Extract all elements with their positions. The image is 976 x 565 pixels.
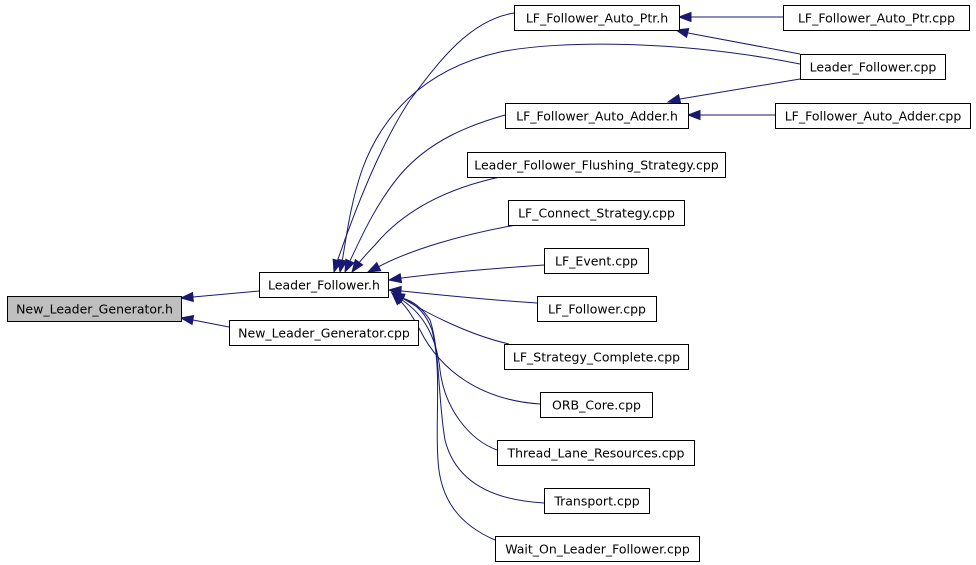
node-box — [7, 296, 182, 322]
edge-line — [356, 176, 501, 266]
node-lfap-h[interactable]: LF_Follower_Auto_Ptr.h — [514, 5, 680, 31]
node-box — [497, 440, 695, 466]
edge-lffs_cpp-to-lf_h — [351, 176, 501, 274]
edge-line — [401, 290, 538, 304]
edge-line — [398, 299, 541, 405]
edge-lf_cpp-to-lf_h — [337, 43, 801, 274]
edge-line — [401, 264, 545, 279]
node-lfap-cpp[interactable]: LF_Follower_Auto_Ptr.cpp — [783, 5, 970, 31]
node-lfsc-cpp[interactable]: LF_Strategy_Complete.cpp — [504, 344, 689, 370]
edge-line-end — [348, 260, 351, 264]
node-box — [508, 200, 685, 226]
node-label: LF_Follower_Auto_Ptr.cpp — [798, 11, 955, 26]
node-nlg-cpp[interactable]: New_Leader_Generator.cpp — [229, 320, 419, 346]
arrowhead-icon — [686, 109, 701, 121]
edge-line — [336, 12, 515, 263]
node-label: Leader_Follower.cpp — [810, 60, 937, 75]
node-box — [775, 103, 971, 129]
node-label: LF_Follower_Auto_Adder.h — [516, 109, 678, 124]
node-box — [514, 5, 680, 31]
edge-lfaa_cpp-to-lfaa_h — [686, 109, 775, 121]
node-box — [540, 392, 653, 418]
edge-tlr_cpp-to-lf_h — [390, 292, 498, 451]
node-label: Leader_Follower_Flushing_Strategy.cpp — [474, 158, 719, 173]
node-lfcs-cpp[interactable]: LF_Connect_Strategy.cpp — [508, 200, 685, 226]
arrowhead-icon — [344, 258, 355, 274]
node-label: LF_Connect_Strategy.cpp — [518, 206, 675, 221]
edge-lfap_cpp-to-lfap_h — [677, 11, 783, 23]
edge-line — [401, 297, 510, 345]
arrowhead-icon — [366, 261, 382, 273]
node-label: New_Leader_Generator.h — [16, 302, 173, 317]
arrowhead-icon — [351, 258, 364, 274]
edge-lf_cpp-to-lfaa_h — [666, 78, 801, 105]
node-box — [544, 248, 649, 274]
edge-line — [192, 290, 260, 298]
node-box — [537, 296, 657, 322]
node-lffs-cpp[interactable]: Leader_Follower_Flushing_Strategy.cpp — [467, 152, 726, 178]
node-box — [800, 54, 946, 80]
nodes-layer: New_Leader_Generator.h Leader_Follower.hN… — [7, 5, 971, 562]
node-wolf-cpp[interactable]: Wait_On_Leader_Follower.cpp — [495, 536, 700, 562]
arrowhead-icon — [666, 93, 682, 105]
node-tlr-cpp[interactable]: Thread_Lane_Resources.cpp — [497, 440, 695, 466]
edge-line — [341, 43, 801, 263]
node-label: Wait_On_Leader_Follower.cpp — [505, 542, 690, 557]
node-label: New_Leader_Generator.cpp — [238, 326, 410, 341]
node-label: ORB_Core.cpp — [552, 398, 641, 413]
edge-line — [401, 297, 545, 504]
arrowhead-icon — [387, 272, 403, 284]
arrowhead-icon — [179, 291, 194, 303]
edge-wolf_cpp-to-lf_h — [390, 292, 496, 541]
node-box — [544, 488, 650, 514]
edge-lfcs_cpp-to-lf_h — [366, 224, 517, 273]
node-label: Transport.cpp — [553, 494, 639, 509]
arrowhead-icon — [179, 314, 195, 326]
node-box — [467, 152, 726, 178]
edge-line — [377, 224, 517, 268]
node-box — [783, 5, 970, 31]
node-label: LF_Event.cpp — [555, 254, 638, 269]
edge-line-end — [356, 261, 360, 266]
edge-lfev_cpp-to-lf_h — [387, 264, 545, 284]
node-box — [504, 344, 689, 370]
node-lfaa-h[interactable]: LF_Follower_Auto_Adder.h — [505, 103, 689, 129]
edge-lf_h-to-nlg_h — [179, 290, 260, 303]
node-label: Leader_Follower.h — [268, 278, 380, 293]
node-label: LF_Follower_Auto_Adder.cpp — [785, 109, 962, 124]
node-lf-h[interactable]: Leader_Follower.h — [259, 272, 389, 298]
edge-lf_cpp-to-lfap_h — [674, 27, 801, 55]
node-nlg-h: New_Leader_Generator.h — [7, 296, 182, 322]
node-label: LF_Strategy_Complete.cpp — [513, 350, 680, 365]
node-box — [259, 272, 389, 298]
node-lfaa-cpp[interactable]: LF_Follower_Auto_Adder.cpp — [775, 103, 971, 129]
edge-nlg_cpp-to-nlg_h — [179, 314, 230, 328]
node-label: Thread_Lane_Resources.cpp — [507, 446, 685, 461]
edge-line — [401, 299, 498, 451]
edge-line — [687, 32, 801, 55]
node-label: LF_Follower.cpp — [548, 302, 646, 317]
node-lfev-cpp[interactable]: LF_Event.cpp — [544, 248, 649, 274]
edge-line — [401, 297, 496, 541]
edges-layer — [179, 11, 801, 541]
node-box — [495, 536, 700, 562]
node-lff-cpp[interactable]: LF_Follower.cpp — [537, 296, 657, 322]
edge-line — [348, 114, 506, 264]
edge-lfaa_h-to-lf_h — [344, 114, 506, 274]
edge-lff_cpp-to-lf_h — [387, 285, 538, 304]
node-orb-cpp[interactable]: ORB_Core.cpp — [540, 392, 653, 418]
edge-line — [679, 78, 801, 100]
node-tr-cpp[interactable]: Transport.cpp — [544, 488, 650, 514]
node-box — [505, 103, 689, 129]
edge-line — [192, 319, 230, 328]
node-box — [229, 320, 419, 346]
node-label: LF_Follower_Auto_Ptr.h — [526, 11, 668, 26]
edge-lfap_h-to-lf_h — [332, 12, 515, 274]
arrowhead-icon — [677, 11, 692, 23]
node-lf-cpp[interactable]: Leader_Follower.cpp — [800, 54, 946, 80]
